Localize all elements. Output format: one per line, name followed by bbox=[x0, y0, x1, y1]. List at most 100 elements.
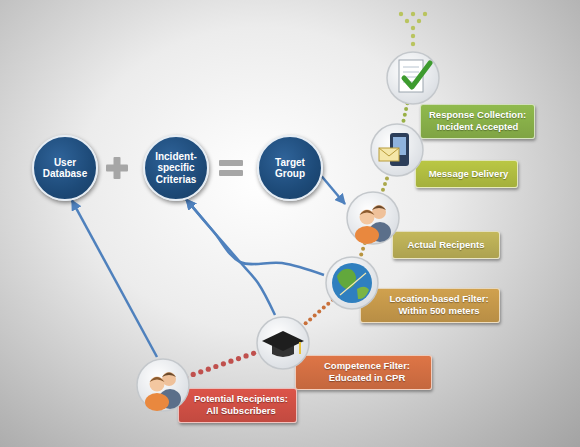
process-step: Actual Recipents bbox=[345, 190, 500, 259]
globe bbox=[332, 263, 372, 303]
chain-dot bbox=[399, 12, 403, 16]
person-hair bbox=[150, 377, 165, 382]
chain-dot bbox=[313, 313, 317, 317]
chain-dot bbox=[191, 372, 196, 377]
chain-dot bbox=[359, 252, 363, 256]
process-step: Potential Recipients:All Subscribers bbox=[135, 357, 297, 423]
person-head bbox=[360, 210, 375, 225]
process-circle: Incident-specific Criterias bbox=[143, 135, 209, 201]
chain-dot bbox=[411, 42, 415, 46]
cap-tassel bbox=[299, 342, 301, 354]
node-text: Target Group bbox=[263, 157, 317, 180]
check-mark bbox=[404, 63, 430, 87]
document-line bbox=[403, 67, 419, 68]
person-head bbox=[150, 377, 165, 392]
plus-bar bbox=[114, 157, 121, 179]
chain-dot bbox=[385, 176, 389, 180]
process-circle: Target Group bbox=[257, 135, 323, 201]
step-detail: All Subscribers bbox=[194, 405, 288, 417]
plus-sign bbox=[106, 157, 128, 179]
step-label: Potential Recipients:All Subscribers bbox=[178, 388, 297, 423]
process-step: Location-based Filter:Within 500 meters bbox=[324, 255, 500, 323]
step-heading: Actual Recipents bbox=[401, 239, 491, 251]
flow-arrow bbox=[322, 177, 345, 204]
chain-dot bbox=[221, 361, 226, 366]
globe-land bbox=[337, 269, 356, 289]
chain-dot bbox=[326, 302, 330, 306]
step-label: Location-based Filter:Within 500 meters bbox=[360, 288, 500, 323]
chain-dot bbox=[405, 19, 409, 23]
chain-dot bbox=[198, 369, 203, 374]
chain-dot bbox=[423, 12, 427, 16]
chain-dot bbox=[411, 26, 415, 30]
icon-disc bbox=[347, 192, 399, 244]
step-icon bbox=[324, 255, 380, 311]
step-detail: Incident Accepted bbox=[429, 121, 526, 133]
chain-dot bbox=[236, 356, 241, 361]
step-heading: Message Delivery bbox=[428, 168, 509, 180]
chain-dot bbox=[417, 19, 421, 23]
person-hair bbox=[162, 373, 176, 378]
icon-disc bbox=[137, 359, 189, 411]
step-detail: Educated in CPR bbox=[311, 372, 423, 384]
process-step: Message Delivery bbox=[369, 122, 518, 188]
flow-arrow bbox=[186, 199, 324, 275]
chain-dot bbox=[403, 113, 407, 117]
node-text: Incident-specific Criterias bbox=[149, 151, 203, 186]
equals-bar bbox=[219, 170, 243, 176]
envelope bbox=[379, 148, 399, 161]
chain-dot bbox=[404, 107, 408, 111]
process-circle: User Database bbox=[32, 135, 98, 201]
globe-road bbox=[340, 273, 366, 295]
chain-dot bbox=[361, 247, 365, 251]
flow-arrow bbox=[72, 200, 157, 357]
step-label: Message Delivery bbox=[415, 160, 518, 188]
chain-dot bbox=[402, 119, 406, 123]
step-label: Competence Filter:Educated in CPR bbox=[295, 355, 432, 390]
chain-dot bbox=[411, 34, 415, 38]
step-icon bbox=[369, 122, 425, 178]
icon-disc bbox=[387, 52, 439, 104]
step-heading: Location-based Filter: bbox=[387, 293, 491, 305]
chain-dot bbox=[411, 12, 415, 16]
equals-bar bbox=[219, 160, 243, 166]
chain-dot bbox=[308, 317, 312, 321]
globe-land bbox=[357, 287, 369, 299]
step-icon bbox=[345, 190, 401, 246]
chain-dot bbox=[228, 359, 233, 364]
step-label: Actual Recipents bbox=[392, 231, 500, 259]
person-body bbox=[355, 226, 379, 244]
step-icon bbox=[135, 357, 191, 413]
icon-disc bbox=[326, 257, 378, 309]
step-icon bbox=[255, 315, 311, 371]
step-heading: Potential Recipients: bbox=[194, 393, 288, 405]
person-body bbox=[145, 393, 169, 411]
step-detail: Within 500 meters bbox=[387, 305, 491, 317]
step-heading: Response Collection: bbox=[429, 109, 526, 121]
chain-dot bbox=[304, 321, 308, 325]
icon-disc bbox=[371, 124, 423, 176]
chain-dot bbox=[381, 188, 385, 192]
person-hair bbox=[360, 210, 375, 215]
chain-dot bbox=[383, 182, 387, 186]
chain-dot bbox=[317, 310, 321, 314]
person-hair bbox=[372, 206, 386, 211]
chain-dot bbox=[213, 364, 218, 369]
step-heading: Competence Filter: bbox=[311, 360, 423, 372]
document-line bbox=[403, 72, 419, 73]
chain-dot bbox=[243, 353, 248, 358]
step-icon bbox=[385, 50, 441, 106]
cap-board bbox=[262, 331, 304, 351]
chain-dot bbox=[206, 367, 211, 372]
process-step: Response Collection:Incident Accepted bbox=[385, 50, 535, 139]
node-text: User Database bbox=[38, 157, 92, 180]
icon-disc bbox=[257, 317, 309, 369]
chain-dot bbox=[251, 351, 256, 356]
step-label: Response Collection:Incident Accepted bbox=[420, 104, 535, 139]
chain-dot bbox=[322, 306, 326, 310]
process-step: Competence Filter:Educated in CPR bbox=[255, 315, 432, 390]
equals-sign bbox=[219, 160, 243, 176]
